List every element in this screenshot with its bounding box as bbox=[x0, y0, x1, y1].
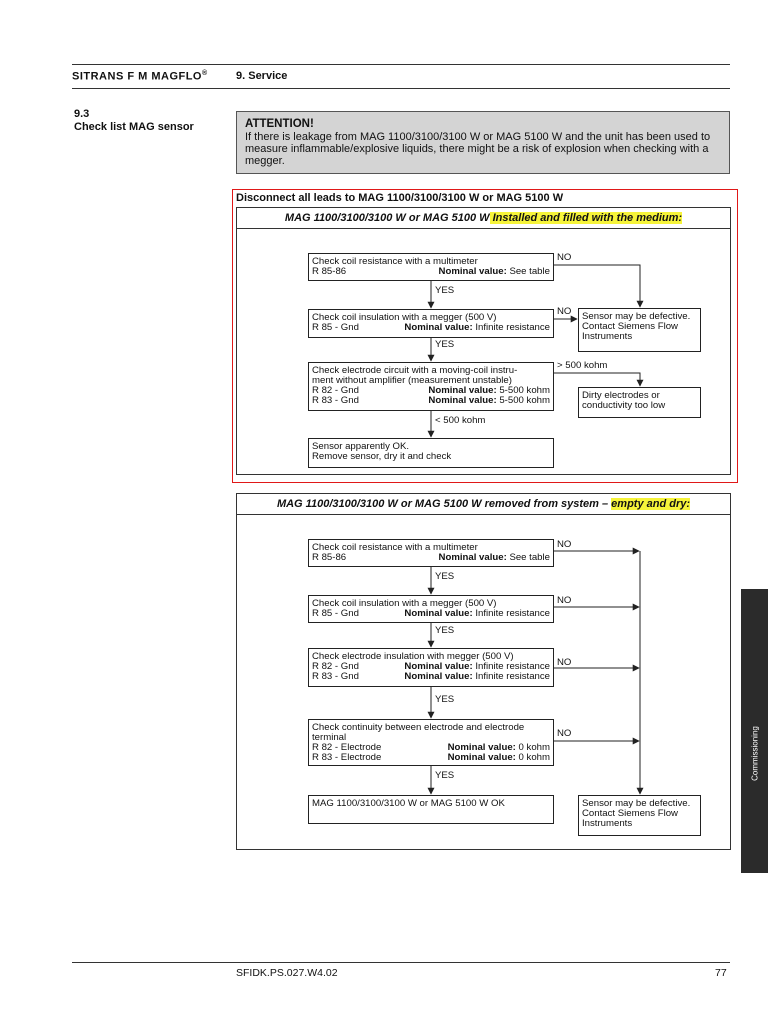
flow1-sensor-ok-step: Sensor apparently OK. Remove sensor, dry… bbox=[308, 438, 554, 468]
flow1-label-no-1: NO bbox=[557, 252, 572, 263]
side-tab-label: Commissioning bbox=[750, 726, 760, 781]
flow1-coil-insulation-step: Check coil insulation with a megger (500… bbox=[308, 309, 554, 338]
flow2-label-yes-4: YES bbox=[435, 770, 455, 781]
flow2-coil-resistance-step: Check coil resistance with a multimeter … bbox=[308, 539, 554, 567]
flow2-label-no-4: NO bbox=[557, 728, 572, 739]
flow2-electrode-insulation-step: Check electrode insulation with megger (… bbox=[308, 648, 554, 687]
page-number: 77 bbox=[715, 967, 727, 979]
flow1-arrow-no-1 bbox=[554, 264, 644, 308]
flow1-arrow-gt-500 bbox=[554, 372, 644, 387]
side-tab: Commissioning bbox=[741, 589, 768, 873]
flow2-panel: MAG 1100/3100/3100 W or MAG 5100 W remov… bbox=[236, 493, 731, 850]
flow1-title: MAG 1100/3100/3100 W or MAG 5100 W Insta… bbox=[237, 208, 730, 229]
flow1-label-no-2: NO bbox=[557, 306, 572, 317]
flow2-title: MAG 1100/3100/3100 W or MAG 5100 W remov… bbox=[237, 494, 730, 515]
footer-doc-id: SFIDK.PS.027.W4.02 bbox=[236, 967, 338, 979]
flow2-continuity-step: Check continuity between electrode and e… bbox=[308, 719, 554, 766]
flow1-label-yes-2: YES bbox=[435, 339, 455, 350]
flow1-label-yes-1: YES bbox=[435, 285, 455, 296]
section-number: 9.3 bbox=[74, 108, 90, 120]
flow1-dirty-electrodes-box: Dirty electrodes or conductivity too low bbox=[578, 387, 701, 418]
flow2-label-yes-1: YES bbox=[435, 571, 455, 582]
disconnect-title: Disconnect all leads to MAG 1100/3100/31… bbox=[236, 192, 564, 204]
attention-heading: ATTENTION! bbox=[245, 118, 314, 130]
flow1-electrode-circuit-step: Check electrode circuit with a moving-co… bbox=[308, 362, 554, 411]
flow1-label-lt-500: < 500 kohm bbox=[435, 415, 486, 426]
flow1-label-gt-500: > 500 kohm bbox=[557, 360, 608, 371]
flow1-coil-resistance-step: Check coil resistance with a multimeter … bbox=[308, 253, 554, 281]
flow1-panel: MAG 1100/3100/3100 W or MAG 5100 W Insta… bbox=[236, 207, 731, 475]
flow2-label-no-2: NO bbox=[557, 595, 572, 606]
flow2-label-yes-2: YES bbox=[435, 625, 455, 636]
header-rule-top bbox=[72, 64, 730, 65]
flow2-label-no-1: NO bbox=[557, 539, 572, 550]
flow2-label-yes-3: YES bbox=[435, 694, 455, 705]
flow1-defective-box: Sensor may be defective. Contact Siemens… bbox=[578, 308, 701, 352]
header-rule-bottom bbox=[72, 88, 730, 89]
attention-text: If there is leakage from MAG 1100/3100/3… bbox=[245, 131, 711, 167]
header-section: 9. Service bbox=[236, 70, 288, 82]
flow2-label-no-3: NO bbox=[557, 657, 572, 668]
flow2-defective-box: Sensor may be defective. Contact Siemens… bbox=[578, 795, 701, 836]
footer-rule bbox=[72, 962, 730, 963]
attention-box: ATTENTION! If there is leakage from MAG … bbox=[236, 111, 730, 174]
section-title: Check list MAG sensor bbox=[74, 121, 194, 133]
flow2-coil-insulation-step: Check coil insulation with a megger (500… bbox=[308, 595, 554, 623]
brand-name: SITRANS F M MAGFLO® bbox=[72, 70, 208, 83]
disconnect-frame bbox=[232, 189, 738, 483]
flow2-sensor-ok-step: MAG 1100/3100/3100 W or MAG 5100 W OK bbox=[308, 795, 554, 824]
